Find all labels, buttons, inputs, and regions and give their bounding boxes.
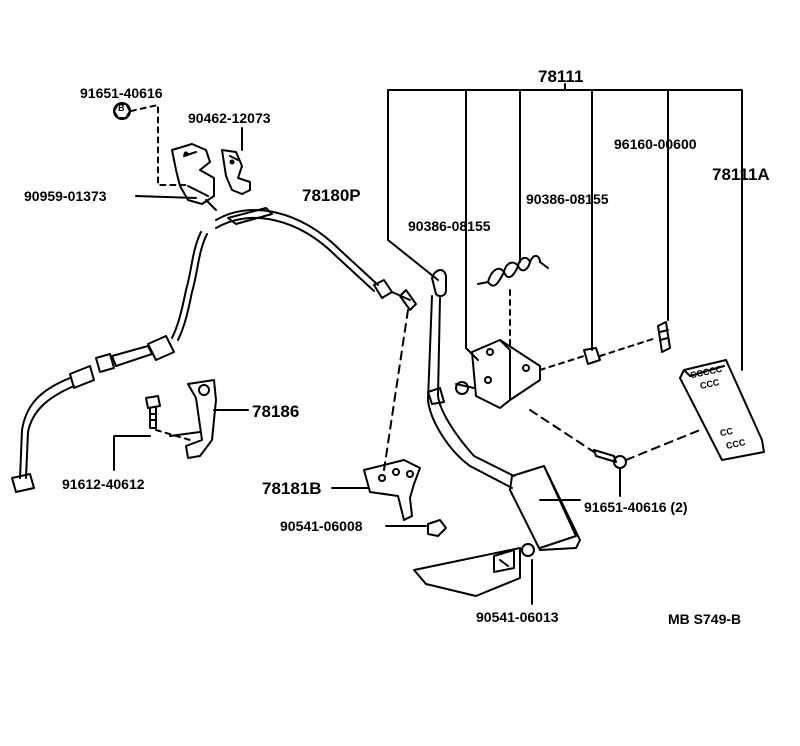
drawing-code: MB S749-B [668, 611, 742, 627]
label-78181B: 78181B [262, 479, 322, 498]
label-90462: 90462-12073 [188, 110, 271, 126]
leader-90959 [135, 195, 197, 199]
label-96160: 96160-00600 [614, 136, 697, 152]
dashed-bushing-leader [539, 337, 657, 371]
clamp-90462 [221, 149, 251, 195]
nut-letter: B [118, 103, 125, 113]
dashed-cable-to-bracket [383, 309, 409, 471]
bracket-78186 [169, 379, 217, 459]
floor-plate [413, 547, 521, 597]
screw-91651-2 [593, 449, 627, 469]
dashed-screw-leaders [529, 409, 701, 461]
bracket-78181B [363, 459, 421, 521]
pedal-cover-78111A [679, 359, 765, 461]
label-90959: 90959-01373 [24, 188, 107, 204]
dashed-bolt-leader [155, 429, 191, 441]
accelerator-pedal-pad [509, 465, 581, 551]
clip-90541-06008 [427, 519, 447, 537]
stopper-96160 [657, 321, 671, 353]
label-91651-top: 91651-40616 [80, 85, 163, 101]
label-90386-left: 90386-08155 [408, 218, 491, 234]
leader-91612 [113, 435, 151, 471]
label-90541-06013: 90541-06013 [476, 609, 559, 625]
label-90386-right: 90386-08155 [526, 191, 609, 207]
label-91651-2: 91651-40616 (2) [584, 499, 688, 515]
accelerator-pedal-arm [427, 269, 515, 489]
label-78111A: 78111A [712, 165, 770, 184]
label-90541-06008: 90541-06008 [280, 518, 363, 534]
spring-90386 [477, 255, 549, 287]
label-91612: 91612-40612 [62, 476, 145, 492]
pedal-pivot-bracket [455, 339, 541, 409]
group-bracket-78111 [387, 83, 743, 371]
dashed-nut-leader [130, 104, 191, 186]
accelerator-cable [11, 207, 417, 493]
bolt-91612 [145, 395, 161, 429]
clip-90541-06013 [521, 543, 535, 557]
bushing-90386 [583, 347, 601, 365]
label-78186: 78186 [252, 402, 300, 421]
clamp-90959 [171, 143, 217, 211]
label-78180P: 78180P [302, 186, 361, 205]
label-78111: 78111 [538, 67, 584, 86]
